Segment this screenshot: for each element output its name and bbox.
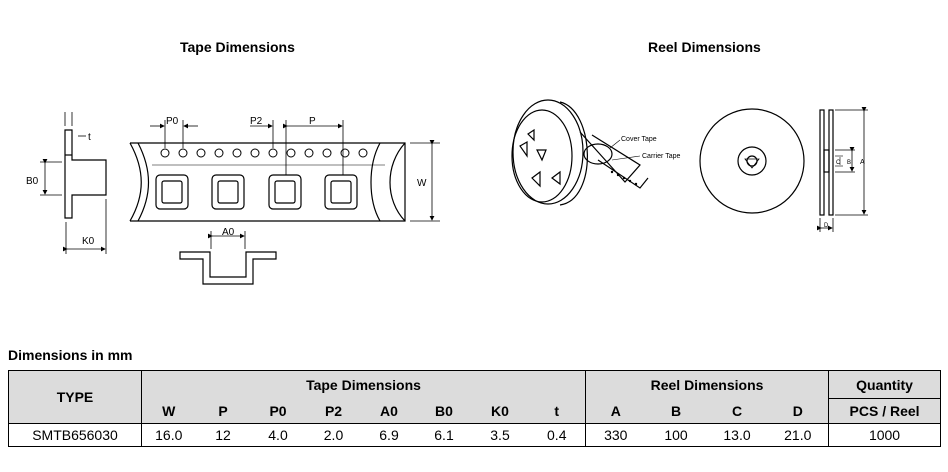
cell-a0: 6.9 xyxy=(361,423,417,447)
label-carrier-tape: Carrier Tape xyxy=(642,153,680,160)
table-caption: Dimensions in mm xyxy=(8,347,133,363)
cell-type: SMTB656030 xyxy=(8,423,142,447)
label-p2: P2 xyxy=(250,116,263,127)
tape-col-p0: P0 xyxy=(250,398,306,424)
cell-quantity: 1000 xyxy=(828,423,942,447)
tape-side-section xyxy=(40,112,107,254)
tape-col-p2: P2 xyxy=(305,398,362,424)
cell-p0: 4.0 xyxy=(250,423,306,447)
cell-b: 100 xyxy=(645,423,707,447)
cell-b0: 6.1 xyxy=(416,423,472,447)
reel-col-c: C xyxy=(706,398,768,424)
label-b: B xyxy=(847,160,851,166)
table-row: SMTB656030 16.0 12 4.0 2.0 6.9 6.1 3.5 0… xyxy=(8,423,942,447)
label-d: D xyxy=(824,223,829,229)
reel-dimensions-title: Reel Dimensions xyxy=(648,39,761,55)
sprocket-holes xyxy=(160,148,368,158)
reel-group-header: Reel Dimensions xyxy=(585,370,830,399)
reel-col-b: B xyxy=(645,398,707,424)
type-header: TYPE xyxy=(8,370,142,424)
cell-t: 0.4 xyxy=(528,423,587,447)
label-p: P xyxy=(309,116,316,127)
cell-p2: 2.0 xyxy=(305,423,362,447)
tape-col-b0: B0 xyxy=(416,398,472,424)
tape-top-view xyxy=(129,142,406,222)
label-t: t xyxy=(88,132,91,143)
cell-w: 16.0 xyxy=(141,423,196,447)
cell-c: 13.0 xyxy=(706,423,768,447)
quantity-subheader: PCS / Reel xyxy=(828,398,942,424)
tape-col-p: P xyxy=(195,398,251,424)
cell-d: 21.0 xyxy=(767,423,830,447)
label-a: A xyxy=(860,159,865,166)
tape-drawing: t B0 K0 P0 P2 P W xyxy=(26,99,868,285)
reel-front-view xyxy=(699,108,805,214)
tape-col-k0: K0 xyxy=(471,398,529,424)
tape-group-header: Tape Dimensions xyxy=(141,370,587,399)
tape-col-a0: A0 xyxy=(361,398,417,424)
label-c: C xyxy=(836,160,841,166)
label-p0: P0 xyxy=(166,116,179,127)
tape-pockets xyxy=(155,174,358,210)
label-a0: A0 xyxy=(222,227,235,238)
tape-col-t: t xyxy=(528,398,587,424)
reel-perspective xyxy=(511,99,649,206)
label-w: W xyxy=(417,178,427,189)
reel-col-a: A xyxy=(585,398,646,424)
tape-col-w: W xyxy=(141,398,196,424)
cell-k0: 3.5 xyxy=(471,423,529,447)
reel-side-view xyxy=(817,107,868,232)
cell-p: 12 xyxy=(195,423,251,447)
label-k0: K0 xyxy=(82,236,95,247)
quantity-header: Quantity xyxy=(828,370,942,399)
cell-a: 330 xyxy=(585,423,646,447)
tape-dimensions-title: Tape Dimensions xyxy=(180,39,295,55)
reel-col-d: D xyxy=(767,398,830,424)
tape-pocket-section xyxy=(179,231,277,285)
dimensions-table: TYPE Tape Dimensions Reel Dimensions Qua… xyxy=(8,370,942,447)
label-cover-tape: Cover Tape xyxy=(621,136,657,143)
label-b0: B0 xyxy=(26,176,39,187)
